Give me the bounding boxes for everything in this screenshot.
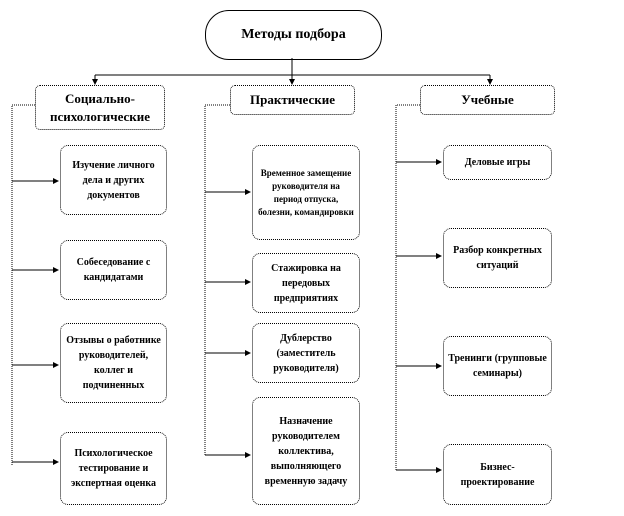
method-node: Разбор конкретных ситуаций xyxy=(443,228,552,288)
method-node: Дублерство (заместитель руководителя) xyxy=(252,323,360,383)
method-node: Деловые игры xyxy=(443,145,552,180)
method-node: Назначение руководителем коллектива, вып… xyxy=(252,397,360,505)
method-node: Отзывы о работнике руководителей, коллег… xyxy=(60,323,167,403)
header-educational: Учебные xyxy=(420,85,555,115)
root-node: Методы подбора xyxy=(205,10,382,60)
method-node: Бизнес-проектирование xyxy=(443,444,552,505)
method-node: Собеседование с кандидатами xyxy=(60,240,167,300)
method-node: Психологическое тестирование и экспертна… xyxy=(60,432,167,505)
header-practical: Практические xyxy=(230,85,355,115)
header-socio-psychological: Социально-психологические xyxy=(35,85,165,130)
method-node: Временное замещение руководителя на пери… xyxy=(252,145,360,240)
method-node: Стажировка на передовых предприятиях xyxy=(252,253,360,313)
method-node: Изучение личного дела и других документо… xyxy=(60,145,167,215)
method-node: Тренинги (групповые семинары) xyxy=(443,336,552,396)
